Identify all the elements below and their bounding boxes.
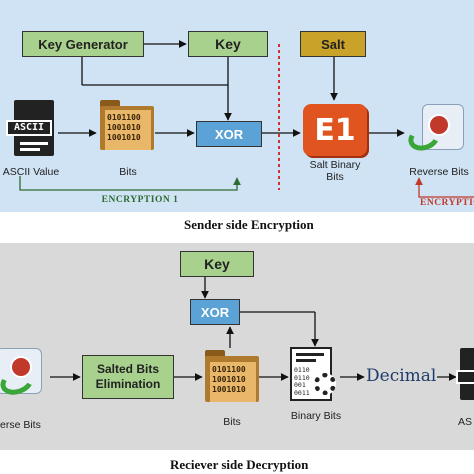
ascii-glyph: ASCII — [6, 120, 52, 136]
receiver-xor-box: XOR — [190, 299, 240, 325]
receiver-ascii-label: AS — [458, 416, 473, 428]
binary-glyph: 0110 0110 001 0011 — [294, 366, 310, 397]
encryption2-bracket — [415, 177, 474, 198]
sender-bits-label: Bits — [119, 166, 137, 178]
receiver-reverse-bits-icon — [0, 348, 48, 400]
binary-bits-icon: 0110 0110 001 0011 — [290, 347, 340, 403]
receiver-caption: Reciever side Decryption — [170, 457, 309, 472]
encryption1-label: Encryption 1 — [101, 195, 179, 205]
reverse-bits-label: Reverse Bits — [409, 166, 469, 178]
sender-key-box: Key — [188, 31, 268, 57]
bits-folder-icon: 0101100 1001010 1001010 — [100, 100, 154, 150]
reverse-bits-icon — [404, 104, 464, 156]
decimal-label: Decimal — [366, 366, 437, 386]
receiver-ascii-icon — [456, 348, 474, 402]
receiver-bits-glyph: 0101100 1001010 1001010 — [210, 362, 256, 402]
key-generator-box: Key Generator — [22, 31, 144, 57]
receiver-bits-folder-icon: 0101100 1001010 1001010 — [205, 350, 259, 402]
encryption1-bracket — [19, 176, 241, 191]
sender-xor-box: XOR — [196, 121, 262, 147]
salted-bits-elimination-box: Salted Bits Elimination — [82, 355, 174, 399]
ascii-value-label: ASCII Value — [2, 166, 60, 178]
e1-glyph: E1 — [314, 112, 356, 148]
salt-binary-bits-label: Salt Binary Bits — [309, 159, 361, 183]
receiver-reverse-bits-label: erse Bits — [0, 419, 41, 431]
e1-salt-icon: E1 — [303, 104, 367, 156]
receiver-key-box: Key — [180, 251, 254, 277]
receiver-panel — [0, 243, 474, 450]
encryption2-label: Encryption — [420, 198, 474, 208]
receiver-bits-label: Bits — [223, 416, 241, 428]
sender-caption: Sender side Encryption — [184, 217, 314, 232]
bits-glyph: 0101100 1001010 1001010 — [105, 110, 151, 150]
salt-box: Salt — [300, 31, 366, 57]
binary-bits-label: Binary Bits — [290, 410, 342, 422]
ascii-file-icon: ASCII — [6, 100, 56, 162]
gear-icon — [314, 373, 336, 395]
